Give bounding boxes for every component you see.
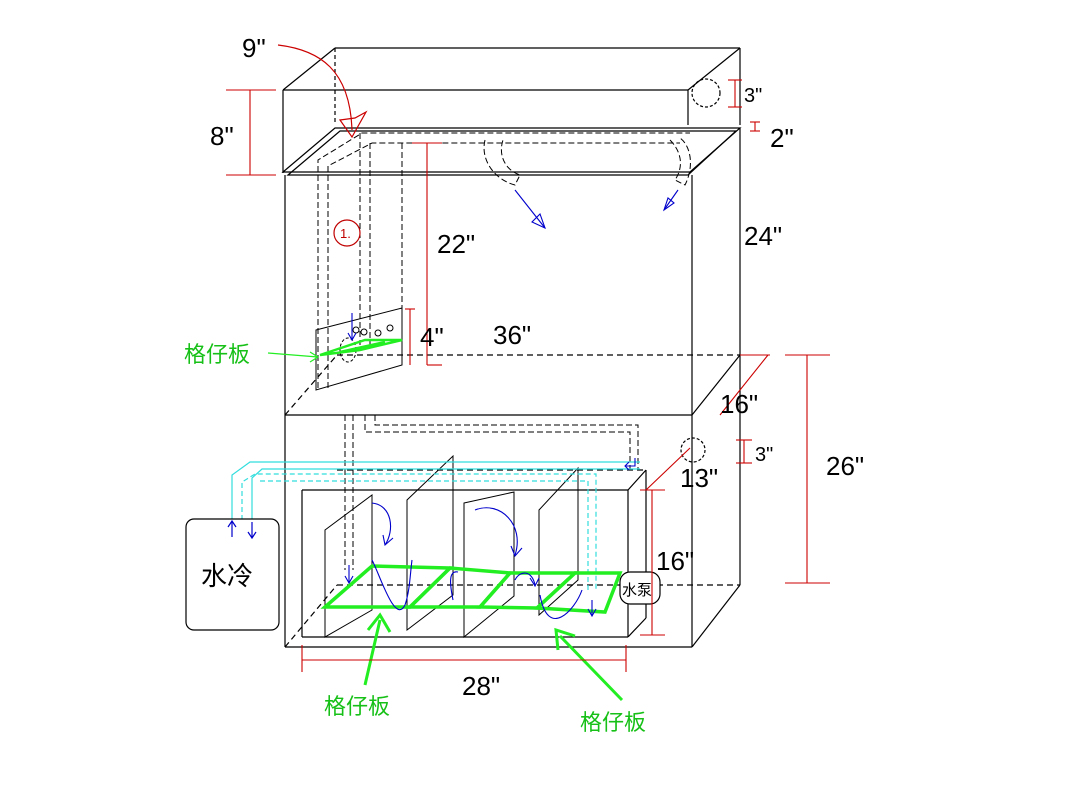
dim-outlet-size: 3" <box>744 85 762 107</box>
return-nozzles <box>483 137 691 186</box>
chiller-flow-arrows <box>227 519 257 540</box>
dim-top-input: 9" <box>242 33 266 63</box>
dim-sump-height: 16" <box>656 546 694 576</box>
dim-main-depth: 16" <box>720 389 758 419</box>
overflow-pipe <box>317 132 690 570</box>
grid-plate-upper-label: 格仔板 <box>184 343 250 368</box>
marker-circle <box>333 219 361 247</box>
pump-unit <box>619 571 661 605</box>
upper-grid-pointer <box>267 351 320 363</box>
dim-top-gap: 2" <box>770 123 794 153</box>
dim-main-height: 24" <box>744 221 782 251</box>
marker-one-label: 1. <box>340 226 351 241</box>
dim-sump-depth: 13" <box>680 463 718 493</box>
dimension-lines <box>226 79 830 672</box>
dim-grid-height: 4" <box>420 322 444 352</box>
main-tank <box>284 128 741 416</box>
top-filter-box <box>282 47 741 173</box>
chiller-unit <box>185 518 280 631</box>
grid-plate-lower <box>320 564 623 614</box>
chiller-label: 水冷 <box>201 562 253 592</box>
chiller-pipe <box>231 461 640 590</box>
dim-main-length: 36" <box>493 320 531 350</box>
input-arrow <box>277 44 368 139</box>
top-outlet-hole <box>691 78 721 108</box>
upper-grid-housing <box>315 307 403 391</box>
sump-baffles <box>324 454 579 639</box>
grid-plate-right-label: 格仔板 <box>580 711 646 736</box>
grid-plate-upper <box>319 338 403 357</box>
grid-plate-pointers <box>363 612 624 702</box>
dim-sump-outlet: 3" <box>755 444 773 466</box>
dim-top-height: 8" <box>210 121 234 151</box>
grid-plate-left-label: 格仔板 <box>324 695 390 720</box>
dim-sump-length: 28" <box>462 671 500 701</box>
pump-label: 水泵 <box>622 581 652 599</box>
sump-outlet-hole <box>680 437 706 463</box>
flow-arrows <box>344 189 679 619</box>
dim-cabinet-height: 26" <box>826 451 864 481</box>
top-lid-plate <box>281 127 742 176</box>
dim-pipe-height: 22" <box>437 229 475 259</box>
return-pipe <box>364 415 639 470</box>
